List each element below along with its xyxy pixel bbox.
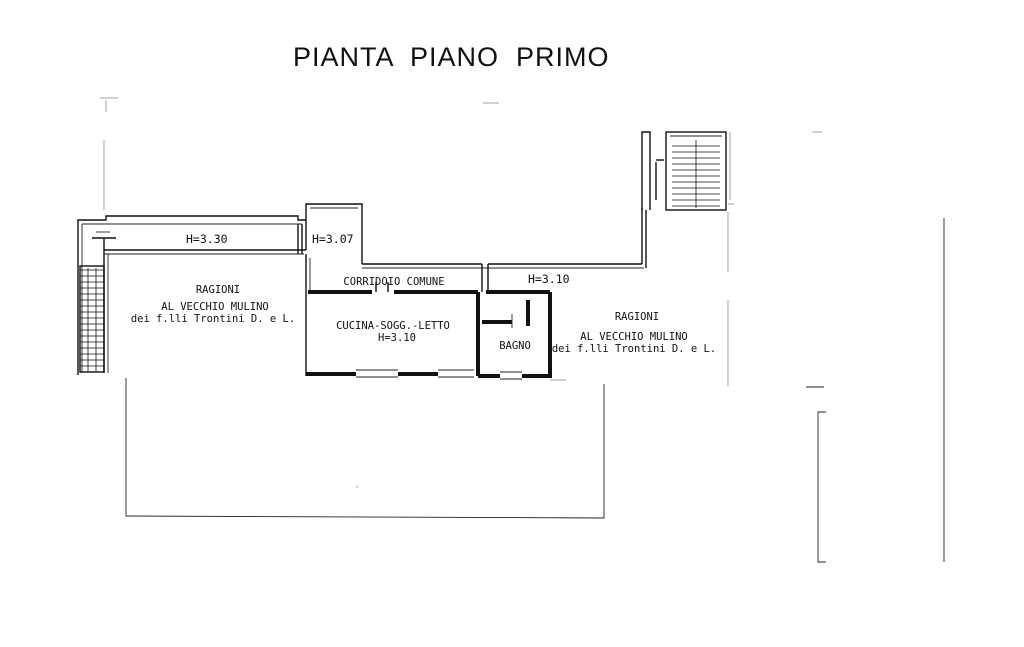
- left-stair-hatch: [80, 268, 104, 372]
- right-owner-line2: AL VECCHIO MULINO: [580, 331, 687, 343]
- right-area-boundary: [550, 212, 729, 386]
- bath-label: BAGNO: [499, 340, 531, 352]
- corridor-walls: [305, 208, 647, 376]
- left-owner-line3: dei f.lli Trontini D. e L.: [131, 313, 295, 325]
- kitchen-room: [306, 292, 480, 378]
- far-right-walls: [806, 218, 945, 563]
- left-wing-height: H=3.30: [186, 232, 228, 246]
- construction-marks: [100, 97, 822, 488]
- corridor-label: CORRIDOIO COMUNE: [343, 276, 444, 288]
- drawing-title: PIANTA PIANO PRIMO: [293, 42, 610, 72]
- connector-height: H=3.07: [312, 232, 354, 246]
- right-owner-line1: RAGIONI: [615, 311, 659, 323]
- courtyard-outline: [125, 378, 605, 519]
- connector-block: [305, 203, 363, 264]
- right-owner-line3: dei f.lli Trontini D. e L.: [552, 343, 716, 355]
- left-owner-line2: AL VECCHIO MULINO: [161, 301, 268, 313]
- kitchen-label-line1: CUCINA-SOGG.-LETTO: [336, 320, 450, 332]
- left-owner-line1: RAGIONI: [196, 284, 240, 296]
- bathroom: [478, 292, 552, 380]
- left-wing: [77, 215, 306, 375]
- stair-core: [641, 131, 734, 211]
- kitchen-label-line2: H=3.10: [378, 332, 416, 344]
- east-corridor-height: H=3.10: [528, 272, 570, 286]
